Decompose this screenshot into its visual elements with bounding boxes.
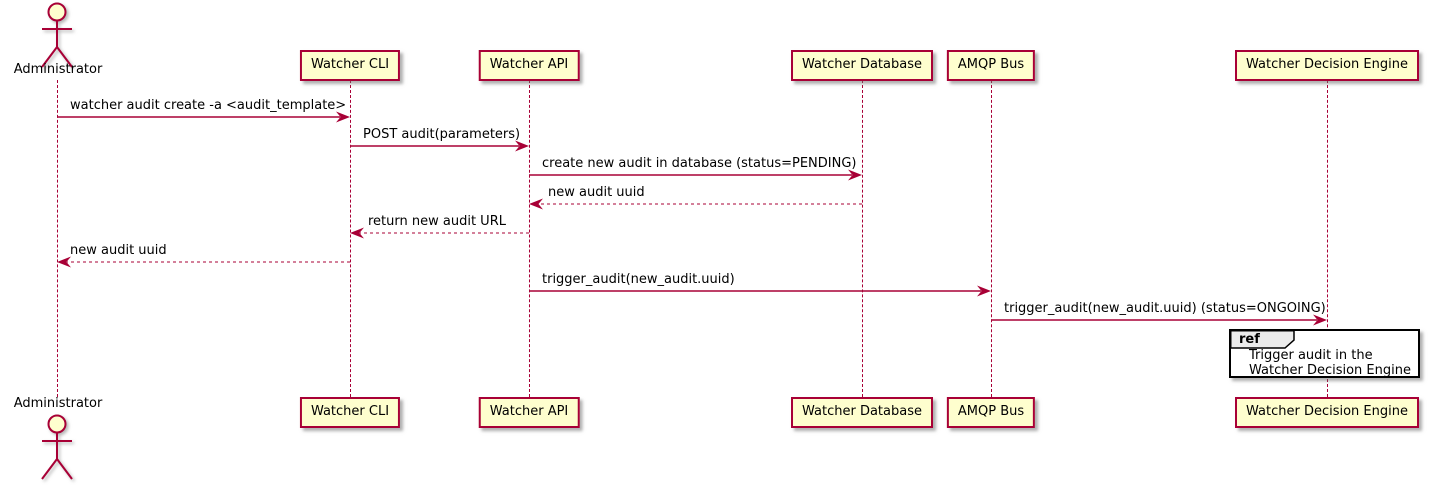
participant-watcher-database-top: Watcher Database [791, 50, 933, 81]
participant-watcher-decision-engine-top: Watcher Decision Engine [1235, 50, 1419, 81]
lifeline-watcher-cli [350, 80, 351, 397]
message-2-label: POST audit(parameters) [363, 127, 521, 142]
ref-header-pentagon-icon [1230, 330, 1295, 349]
message-7-label: trigger_audit(new_audit.uuid) [542, 272, 735, 287]
message-5-label: return new audit URL [368, 214, 506, 229]
participant-watcher-decision-engine-bottom: Watcher Decision Engine [1235, 397, 1419, 428]
actor-label-top: Administrator [13, 62, 103, 77]
ref-text-line-2: Watcher Decision Engine [1249, 363, 1411, 378]
actor-icon-bottom [41, 414, 73, 480]
participant-watcher-cli-bottom: Watcher CLI [299, 397, 401, 428]
message-3-label: create new audit in database (status=PEN… [542, 156, 857, 171]
actor-label-bottom: Administrator [13, 396, 103, 411]
message-1-label: watcher audit create -a <audit_template> [70, 98, 347, 113]
participant-watcher-api-bottom: Watcher API [478, 397, 580, 428]
ref-fragment: ref Trigger audit in the Watcher Decisio… [1229, 329, 1420, 378]
ref-text-line-1: Trigger audit in the [1249, 348, 1373, 363]
ref-keyword: ref [1239, 332, 1260, 347]
participant-amqp-bus-top: AMQP Bus [946, 50, 1036, 81]
participant-amqp-bus-bottom: AMQP Bus [946, 397, 1036, 428]
participant-watcher-api-top: Watcher API [478, 50, 580, 81]
message-6-label: new audit uuid [70, 243, 167, 258]
lifeline-amqp-bus [991, 80, 992, 397]
lifeline-watcher-api [529, 80, 530, 397]
participant-watcher-cli-top: Watcher CLI [299, 50, 401, 81]
lifeline-watcher-database [862, 80, 863, 397]
participant-watcher-database-bottom: Watcher Database [791, 397, 933, 428]
message-4-label: new audit uuid [548, 185, 645, 200]
actor-icon [41, 2, 73, 68]
lifeline-watcher-decision-engine [1327, 80, 1328, 397]
lifeline-administrator [57, 80, 58, 397]
message-8-label: trigger_audit(new_audit.uuid) (status=ON… [1004, 301, 1326, 316]
